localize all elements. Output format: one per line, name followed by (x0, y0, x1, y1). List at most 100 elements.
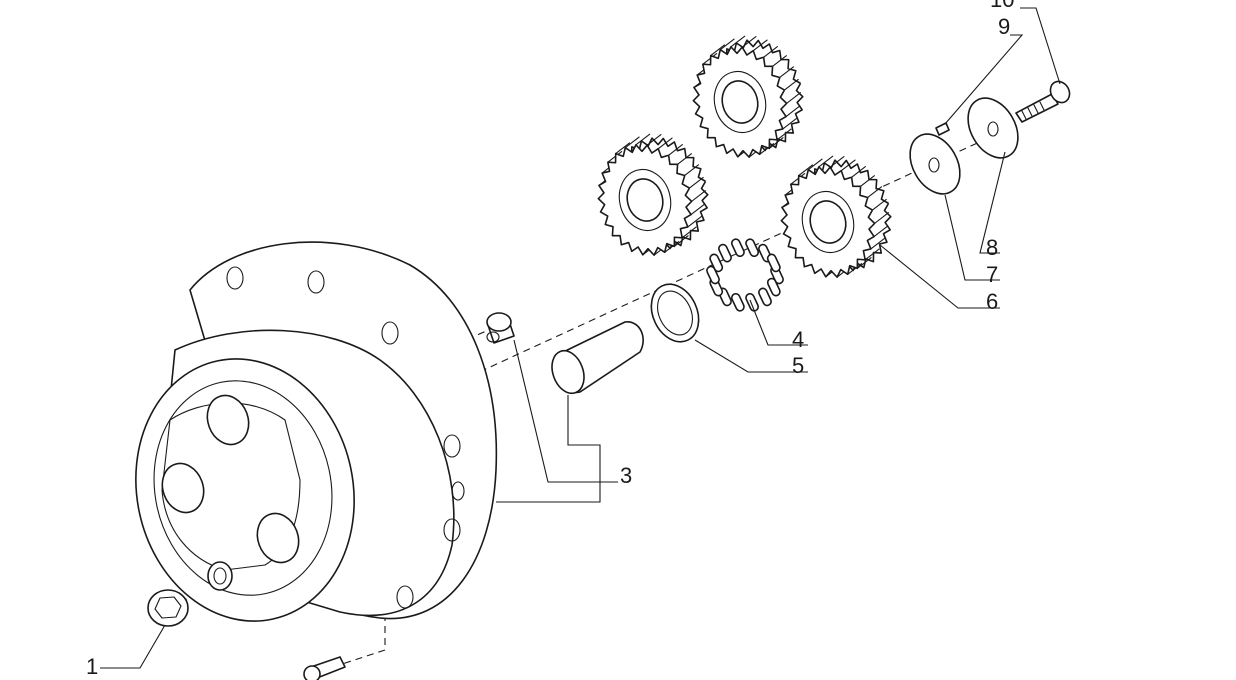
gear-tooth-edge (730, 35, 746, 48)
gear-tooth-edge (687, 215, 703, 228)
gear-tooth-edge (763, 45, 778, 58)
gear-tooth-edge (783, 78, 799, 91)
screw-head (303, 665, 321, 680)
gear-tooth-edge (860, 175, 875, 187)
washer-8-hole (987, 121, 999, 137)
gear-tooth-edge (829, 155, 845, 168)
washer-outer (650, 283, 700, 343)
gear-tooth-edge (870, 237, 886, 250)
hub-front-face (135, 358, 355, 622)
gear-hub-ring (801, 190, 855, 254)
shaft-end (551, 349, 585, 395)
gear-tooth-edge (668, 143, 683, 156)
washer-inner (656, 290, 694, 336)
hub-port-top (206, 394, 250, 446)
gear-tooth-edge (752, 39, 768, 52)
hub-drain-port (207, 561, 233, 591)
gear-tooth-edge (798, 164, 814, 177)
gear-tooth-edge (851, 165, 866, 178)
needle-roller (730, 238, 745, 258)
gear-tooth-edge (785, 105, 801, 118)
gear-tooth-edge (684, 164, 700, 177)
hub-bolt-hole-5 (451, 481, 465, 501)
leader-6 (879, 244, 1000, 309)
gear-tooth-edge (840, 159, 856, 172)
gear-bore (721, 80, 759, 124)
callout-1: 1 (86, 654, 98, 679)
gear-bore (626, 178, 664, 222)
gear-tooth-edge (874, 212, 890, 224)
gear-tooth-edge (635, 133, 651, 146)
gear-tooth-edge (759, 143, 775, 155)
leader-3 (496, 339, 618, 503)
hub-bolt-hole-1 (226, 266, 244, 290)
gear-tooth-edge (607, 151, 623, 163)
needle-roller (730, 292, 745, 312)
gear-tooth-edge (856, 257, 872, 269)
bolt-shank (1015, 93, 1059, 123)
bolt-thread (1021, 101, 1045, 120)
plug-hex-socket (154, 596, 182, 619)
hub-screw (303, 656, 346, 680)
leader-10 (1020, 7, 1061, 85)
gear-tooth-edge (772, 55, 787, 67)
pin-tip (486, 331, 500, 343)
plate-7-hole (928, 157, 940, 173)
assembly-axis-main (239, 127, 1011, 483)
gear-tooth-edge (782, 117, 798, 130)
gear-bore (809, 200, 847, 244)
dowel-body (935, 122, 950, 136)
gear-tooth-edge (768, 137, 784, 149)
planet-gear-b (597, 133, 709, 256)
needle-bearing (706, 238, 784, 312)
plate-7-disc (909, 133, 961, 195)
bolt (1015, 80, 1071, 123)
leader-4 (749, 299, 808, 346)
needle-roller (706, 265, 720, 285)
leader-7 (944, 194, 1000, 281)
drain-plug (147, 589, 189, 627)
needle-roller (709, 253, 724, 273)
gear-tooth-edge (702, 53, 718, 65)
hub-housing (135, 241, 498, 622)
hub-port-left (161, 462, 205, 514)
gear-tooth-edge (646, 133, 662, 146)
gear-tooth-edge (624, 136, 640, 149)
hub-port-bottom (256, 512, 300, 564)
gear-tooth-edge (847, 263, 863, 275)
thrust-washer (650, 283, 700, 343)
cover-washer (967, 97, 1019, 159)
needle-roller (745, 292, 760, 312)
needle-roller (758, 287, 772, 307)
hub-bolt-hole-3 (381, 321, 399, 345)
gear-tooth-edge (677, 153, 692, 165)
callout-3: 3 (620, 463, 632, 488)
callout-10: 10 (990, 0, 1014, 12)
gear-tooth-edge (871, 198, 887, 211)
leader-9 (944, 34, 1024, 125)
leader-8 (979, 151, 1006, 254)
gear-tooth-edge (691, 190, 707, 202)
gear-tooth-edge (664, 241, 680, 253)
hub-bolt-hole-7 (396, 585, 414, 609)
gear-tooth-edge (867, 186, 883, 199)
hub-bolt-hole-4 (443, 434, 461, 458)
callout-6: 6 (986, 289, 998, 314)
plug-head (147, 589, 189, 627)
gear-tooth-edge (807, 158, 823, 171)
gear-hub-ring (618, 168, 672, 232)
needle-roller (745, 238, 760, 258)
gear-tooth-edge (681, 226, 697, 239)
gear-tooth-edge (690, 203, 706, 216)
gear-tooth-edge (657, 137, 673, 150)
washer-8-disc (967, 97, 1019, 159)
gear-tooth-edge (710, 44, 726, 57)
gear-tooth-edge (615, 142, 631, 155)
gear-tooth-edge (786, 92, 802, 104)
planet-shaft (551, 321, 644, 395)
gear-tooth-edge (790, 173, 806, 185)
hub-drain-port-inner (213, 567, 227, 585)
callout-7: 7 (986, 262, 998, 287)
leader-5 (694, 339, 808, 373)
gear-tooth-edge (741, 35, 757, 48)
